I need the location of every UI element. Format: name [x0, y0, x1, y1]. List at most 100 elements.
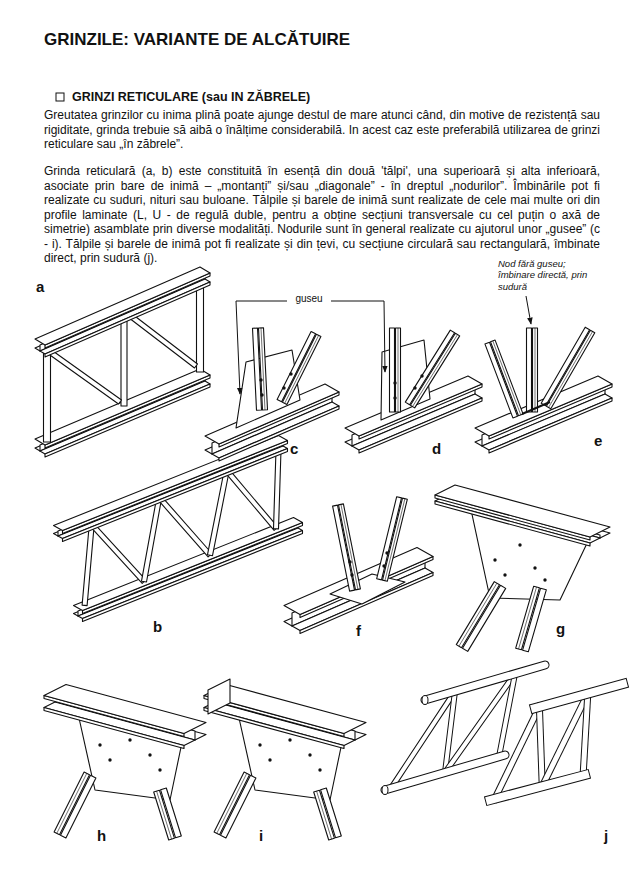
tube-body	[385, 755, 505, 790]
angle-profile	[456, 582, 499, 648]
angle-profile	[410, 333, 459, 408]
angle-leg	[493, 341, 521, 415]
figure-letter: f	[356, 622, 372, 640]
angle-leg	[535, 328, 536, 412]
angle-leg	[459, 583, 497, 646]
angle-profile	[314, 790, 335, 840]
bolt	[413, 386, 416, 389]
diagonal	[208, 470, 230, 556]
angle-leg	[217, 773, 247, 833]
tube-outline	[499, 674, 515, 757]
bolt	[493, 558, 496, 561]
box-section	[208, 679, 230, 714]
angle-profile	[527, 328, 532, 412]
tube-body	[583, 694, 588, 776]
bolt	[260, 393, 263, 396]
diagonal	[225, 469, 278, 531]
bolt	[268, 758, 271, 761]
chord-profile	[435, 485, 610, 537]
vertical-post	[121, 312, 127, 406]
chord-profile	[40, 279, 210, 354]
vertical-post	[44, 350, 51, 442]
angle-profile	[546, 330, 594, 409]
figure-letter: b	[153, 618, 169, 636]
bolt	[258, 743, 261, 746]
chord-profile	[63, 449, 288, 542]
diagonal	[90, 523, 146, 584]
bolt	[128, 738, 131, 741]
bolt	[518, 543, 521, 546]
tube-end	[422, 696, 428, 705]
chord-profile	[83, 531, 303, 622]
leader-line	[526, 296, 531, 324]
angle-leg	[385, 499, 405, 581]
tube-body	[535, 684, 623, 708]
diagonal	[157, 496, 212, 557]
tube-end	[382, 786, 388, 795]
tube-outline	[535, 684, 623, 708]
figure-letter: g	[556, 620, 572, 638]
diagonal	[142, 497, 162, 582]
tube-outline	[583, 694, 588, 776]
tube-outline	[425, 665, 545, 700]
callout-label: Nod fără guseu; îmbinare directă, prin s…	[498, 258, 596, 292]
bolt	[158, 768, 161, 771]
bolt	[385, 551, 388, 554]
angle-profile	[396, 328, 401, 412]
vertical-post	[197, 280, 204, 372]
angle-leg	[549, 332, 593, 408]
bolt	[308, 753, 311, 756]
figure-letter: c	[290, 440, 306, 458]
diagonal	[127, 312, 198, 368]
chord-profile	[44, 685, 206, 734]
chord-profile	[475, 376, 612, 436]
chord-profile	[58, 446, 288, 539]
bolt	[348, 560, 351, 563]
angle-profile	[259, 328, 268, 410]
chord-profile	[45, 282, 210, 357]
figure-letter: d	[432, 440, 448, 458]
angle-profile	[54, 772, 89, 835]
diagonal	[49, 350, 122, 404]
chord-profile	[78, 528, 303, 619]
bolt	[503, 573, 506, 576]
angle-profile	[390, 328, 395, 412]
bolt	[350, 573, 353, 576]
bolt	[108, 758, 111, 761]
bolt	[393, 381, 396, 384]
gusset-plate	[330, 574, 405, 604]
angle-leg	[157, 791, 172, 839]
leader-line	[236, 301, 240, 394]
bolt	[533, 566, 536, 569]
angle-profile	[282, 334, 321, 404]
bolt	[282, 386, 285, 389]
tube-body	[539, 707, 542, 786]
leader-line	[384, 301, 385, 372]
angle-profile	[405, 330, 454, 405]
bolt	[420, 374, 423, 377]
angle-profile	[277, 332, 316, 402]
diagonal	[274, 450, 282, 529]
angle-profile	[339, 504, 361, 590]
bolt	[318, 768, 321, 771]
bolt	[148, 753, 151, 756]
bolt	[289, 372, 292, 375]
angle-leg	[57, 773, 87, 833]
tube-body	[425, 665, 545, 700]
paragraph: Greutatea grinzilor cu inima plină poate…	[44, 108, 600, 152]
angle-leg	[285, 335, 319, 403]
section-heading: GRINZI RETICULARE (sau IN ZĂBRELE)	[72, 90, 592, 105]
bolt	[543, 578, 546, 581]
chord-profile	[54, 436, 288, 531]
bullet-square	[56, 93, 64, 101]
page-title: GRINZILE: VARIANTE DE ALCĂTUIRE	[44, 30, 604, 50]
angle-leg	[519, 587, 537, 649]
bolt	[288, 738, 291, 741]
tube-body	[499, 674, 515, 757]
bolt	[259, 378, 262, 381]
angle-profile	[154, 790, 175, 840]
angle-leg	[341, 504, 358, 589]
angle-leg	[317, 791, 332, 839]
angle-profile	[541, 327, 589, 406]
